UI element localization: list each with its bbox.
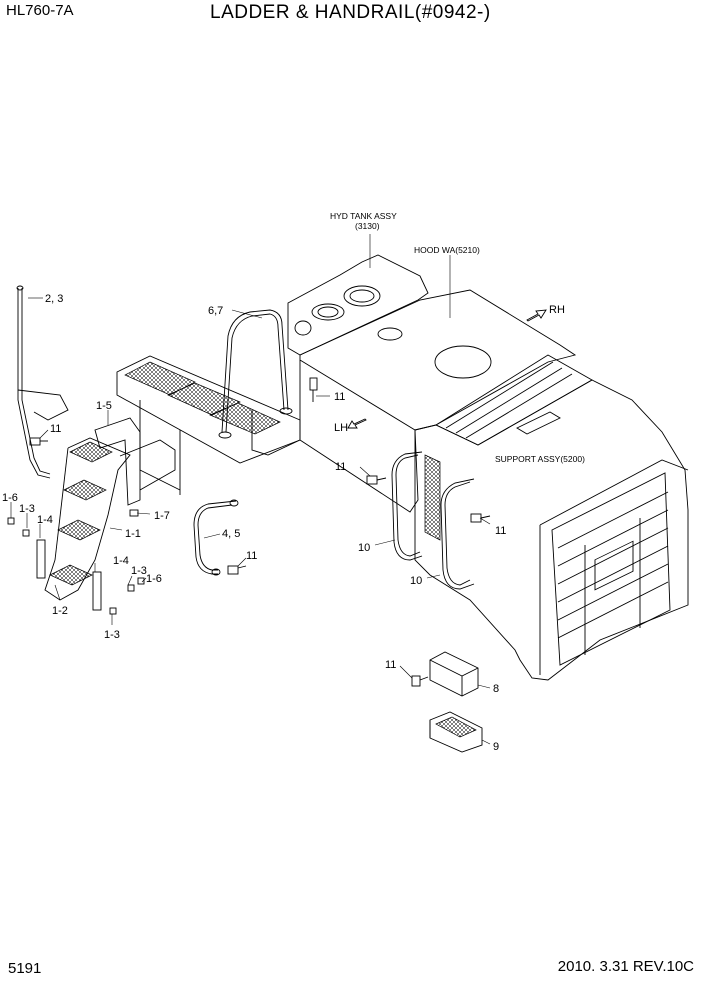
callout-11: 11 (335, 461, 346, 473)
lh-arrow-icon (347, 418, 367, 429)
callout-1-3: 1-3 (131, 565, 147, 577)
hyd-tank-ref: (3130) (355, 221, 380, 231)
hood-body (251, 254, 689, 681)
step-9 (429, 711, 483, 753)
callout-6-7: 6,7 (208, 305, 223, 317)
handrail-10 (391, 451, 475, 590)
revision-date: 2010. 3.31 REV.10C (557, 958, 694, 975)
step-8 (429, 651, 479, 697)
hood-label: HOOD WA(5210) (414, 245, 480, 255)
rh-arrow-icon (526, 309, 547, 322)
callout-1-7: 1-7 (154, 510, 170, 522)
handrail-6-7 (218, 309, 293, 439)
callout-labels: 2, 3 6,7 11 11 11 11 11 11 1-5 1-6 1-3 1… (2, 293, 506, 753)
leader-lines (10, 234, 491, 745)
callout-1-6: 1-6 (2, 492, 18, 504)
page-title: LADDER & HANDRAIL(#0942-) (210, 2, 491, 23)
bolts (7, 377, 491, 687)
callout-8: 8 (493, 683, 499, 695)
handrail-4-5 (193, 499, 239, 576)
callout-11: 11 (50, 423, 61, 435)
callout-1-2: 1-2 (52, 605, 68, 617)
callout-11: 11 (246, 550, 257, 562)
callout-11: 11 (495, 525, 506, 537)
callout-11: 11 (334, 391, 345, 403)
rh-label: RH (549, 304, 565, 316)
callout-1-4: 1-4 (113, 555, 129, 567)
page-number: 5191 (8, 960, 42, 977)
callout-4-5: 4, 5 (222, 528, 240, 540)
lh-label: LH (334, 422, 348, 434)
callout-11: 11 (385, 659, 396, 671)
reference-labels: HYD TANK ASSY (3130) HOOD WA(5210) SUPPO… (330, 211, 585, 464)
callout-1-4: 1-4 (37, 514, 53, 526)
callout-10: 10 (410, 575, 422, 587)
walkway-platform (116, 355, 301, 495)
callout-1-3: 1-3 (104, 629, 120, 641)
callout-9: 9 (493, 741, 499, 753)
callout-1-3: 1-3 (19, 503, 35, 515)
hyd-tank-label: HYD TANK ASSY (330, 211, 397, 221)
model-code: HL760-7A (6, 2, 74, 19)
support-label: SUPPORT ASSY(5200) (495, 454, 585, 464)
handrail-2-3 (16, 285, 69, 479)
callout-2-3: 2, 3 (45, 293, 63, 305)
callout-10: 10 (358, 542, 370, 554)
callout-1-6: 1-6 (146, 573, 162, 585)
callout-1-5: 1-5 (96, 400, 112, 412)
callout-1-1: 1-1 (125, 528, 141, 540)
ladder-assembly (36, 417, 176, 611)
